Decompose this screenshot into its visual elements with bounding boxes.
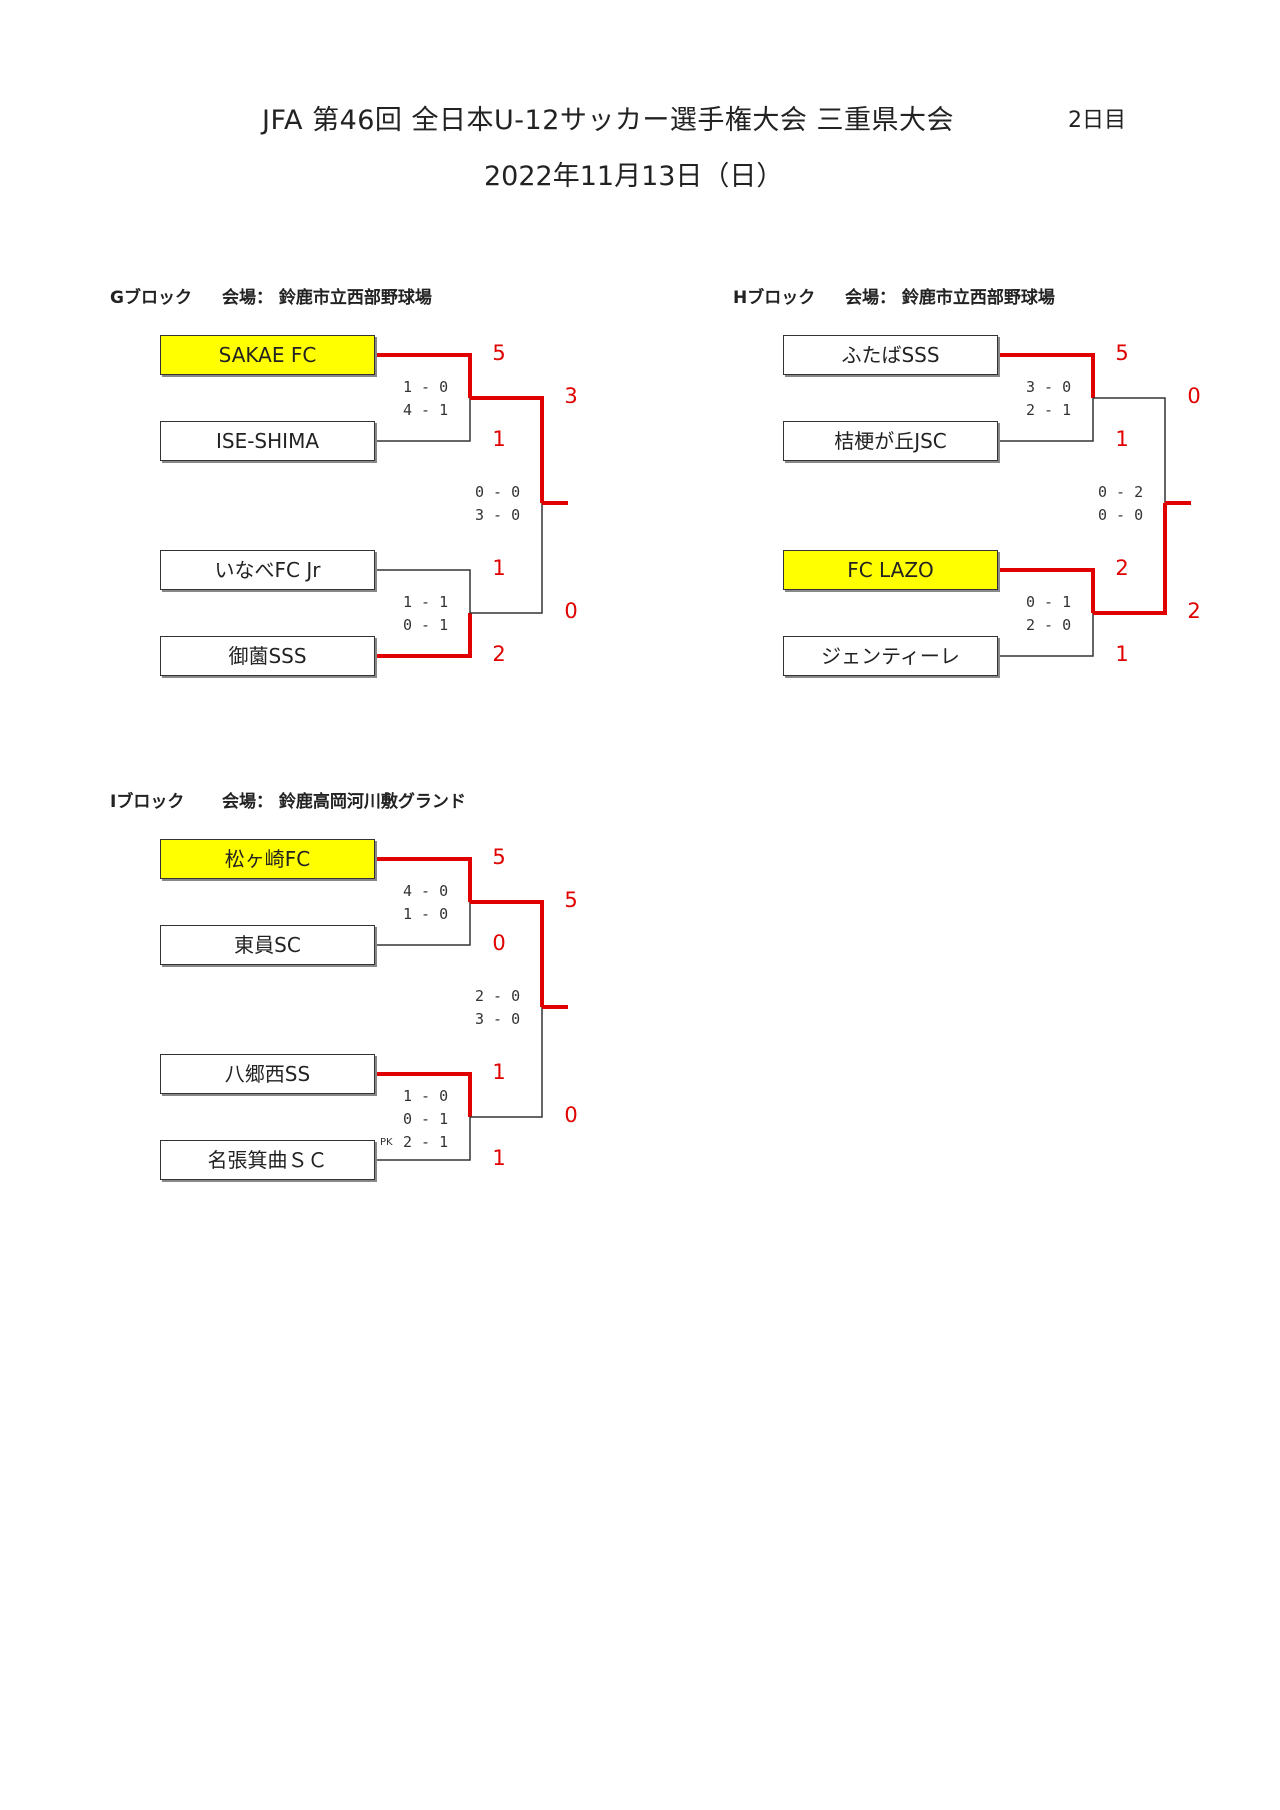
- bracket-lines: [375, 857, 568, 1161]
- match2-score-top: 1: [492, 1060, 506, 1084]
- team-slot: 八郷西SS: [160, 1054, 375, 1094]
- match1-score-bottom: 0: [492, 931, 506, 955]
- match2-halves: 1 - 1 0 - 1: [403, 593, 449, 634]
- match2-halves: 1 - 0 0 - 1 2 - 1: [403, 1087, 449, 1151]
- team-slot: SAKAE FC: [160, 335, 375, 375]
- block-i: Iブロック 会場： 鈴鹿高岡河川敷グランド 松ヶ崎FC 東員SC 八郷西SS 名張…: [110, 787, 670, 1187]
- block-g: Gブロック 会場： 鈴鹿市立西部野球場 SAKAE FC ISE-SHIMA いな…: [110, 283, 670, 683]
- block-h: Hブロック 会場： 鈴鹿市立西部野球場 ふたばSSS 桔梗が丘JSC FC LAZ…: [733, 283, 1280, 683]
- venue-name: 鈴鹿市立西部野球場: [278, 288, 432, 308]
- block-header: Hブロック 会場： 鈴鹿市立西部野球場: [733, 283, 1055, 308]
- final-halves: 0 - 2 0 - 0: [1098, 483, 1144, 524]
- bracket-lines: [998, 353, 1191, 657]
- page-title: JFA 第46回 全日本U-12サッカー選手権大会 三重県大会: [262, 105, 954, 136]
- final-score-bottom: 0: [564, 599, 578, 623]
- team-slot: いなべFC Jr: [160, 550, 375, 590]
- final-score-top: 3: [564, 384, 578, 408]
- venue-name: 鈴鹿市立西部野球場: [901, 288, 1055, 308]
- team-slot: ジェンティーレ: [783, 636, 998, 676]
- match1-score-top: 5: [492, 341, 506, 365]
- team-slot: 松ヶ崎FC: [160, 839, 375, 879]
- team-slot: ISE-SHIMA: [160, 421, 375, 461]
- final-halves: 2 - 0 3 - 0: [475, 987, 521, 1028]
- final-score-bottom: 2: [1187, 599, 1201, 623]
- block-name: Hブロック: [733, 288, 816, 308]
- team-slot: ふたばSSS: [783, 335, 998, 375]
- match2-score-top: 2: [1115, 556, 1129, 580]
- team-slot: 桔梗が丘JSC: [783, 421, 998, 461]
- block-header: Iブロック 会場： 鈴鹿高岡河川敷グランド: [110, 787, 466, 812]
- bracket-lines: [375, 353, 568, 658]
- block-name: Gブロック: [110, 288, 192, 308]
- pk-label: PK: [380, 1137, 393, 1148]
- block-header: Gブロック 会場： 鈴鹿市立西部野球場: [110, 283, 432, 308]
- venue-label: 会場：: [222, 288, 273, 308]
- venue-label: 会場：: [845, 288, 896, 308]
- match2-score-bottom: 1: [1115, 642, 1129, 666]
- match-date: 2022年11月13日（日）: [484, 161, 784, 192]
- venue-label: 会場：: [222, 792, 273, 812]
- final-halves: 0 - 0 3 - 0: [475, 483, 521, 524]
- match1-halves: 1 - 0 4 - 1: [403, 378, 449, 419]
- block-name: Iブロック: [110, 792, 185, 812]
- day-label: 2日目: [1068, 108, 1126, 133]
- match1-score-top: 5: [492, 845, 506, 869]
- team-slot: 名張箕曲ＳＣ: [160, 1140, 375, 1180]
- match2-score-bottom: 1: [492, 1146, 506, 1170]
- match2-halves: 0 - 1 2 - 0: [1026, 593, 1072, 634]
- match1-score-bottom: 1: [1115, 427, 1129, 451]
- match1-halves: 4 - 0 1 - 0: [403, 882, 449, 923]
- final-score-top: 0: [1187, 384, 1201, 408]
- final-score-top: 5: [564, 888, 578, 912]
- team-slot: FC LAZO: [783, 550, 998, 590]
- team-slot: 御薗SSS: [160, 636, 375, 676]
- final-score-bottom: 0: [564, 1103, 578, 1127]
- venue-name: 鈴鹿高岡河川敷グランド: [278, 792, 466, 812]
- match2-score-bottom: 2: [492, 642, 506, 666]
- match1-halves: 3 - 0 2 - 1: [1026, 378, 1072, 419]
- team-slot: 東員SC: [160, 925, 375, 965]
- match2-score-top: 1: [492, 556, 506, 580]
- match1-score-top: 5: [1115, 341, 1129, 365]
- match1-score-bottom: 1: [492, 427, 506, 451]
